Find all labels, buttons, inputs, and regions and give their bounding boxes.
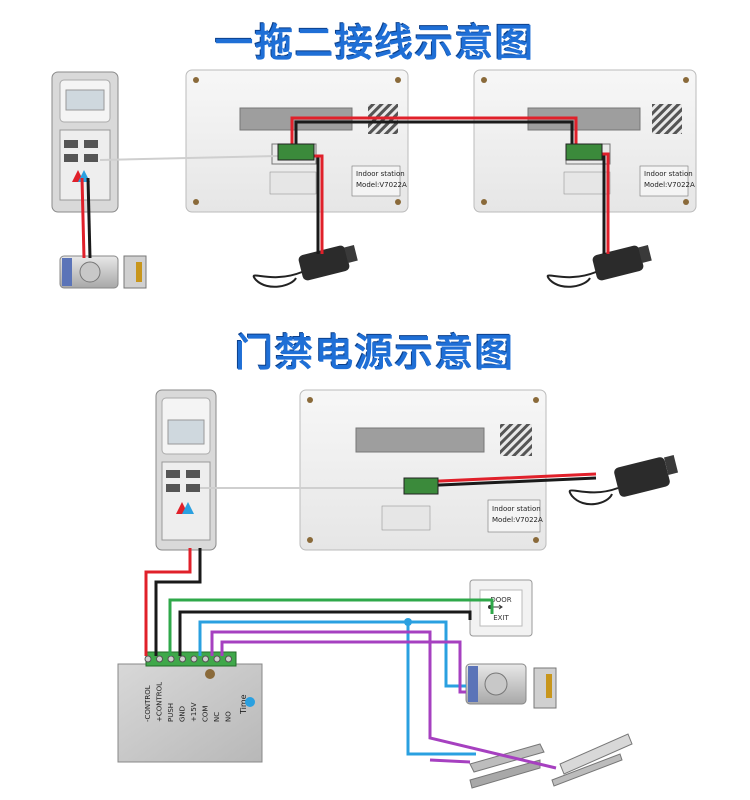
bolt-lock [551,733,633,787]
terminal-label: NO [225,711,233,722]
terminal-label: NC [213,712,221,722]
terminal-label: COM [202,706,210,722]
outdoor-door-station-2 [155,389,217,551]
wire-junction [404,618,412,626]
terminal-label: -CONTROL [144,685,152,722]
time-knob-icon [245,697,255,707]
exit-button-exit-label: EXIT [493,614,509,622]
indoor-station-model-b: Model:V7022A [644,181,695,189]
terminal-screw [202,655,209,663]
diagram-title-access-power: 门禁电源示意图 [234,331,515,375]
indoor-station-label-c: Indoor station [492,505,541,513]
time-label: Time [239,694,248,715]
terminal-screw [144,655,152,663]
exit-button-device: DOOR EXIT [469,579,533,637]
power-adapter-b [546,245,652,288]
terminal-block-c [403,477,439,495]
indoor-monitor-c: Indoor station Model:V7022A [299,389,547,551]
electric-lock-2 [465,663,557,709]
diagram-title-one-to-two: 一拖二接线示意图 [214,21,535,65]
indoor-station-label-b: Indoor station [644,170,693,178]
terminal-label: GND [179,706,187,722]
electric-lock-1 [59,255,147,289]
wires-diagram-2 [144,472,597,770]
indoor-monitor-b: Indoor station Model:V7022A [473,69,697,213]
terminal-label: +15V [190,702,198,722]
terminal-screw [190,655,198,663]
access-power-controller [117,651,263,763]
terminal-screw [225,655,232,663]
terminal-block-a [277,143,315,161]
wires-diagram-1 [80,116,610,259]
magnetic-lock [469,743,545,789]
terminal-label: PUSH [167,703,175,722]
terminal-screw [179,655,186,663]
terminal-screw [167,655,175,663]
exit-button-door-label: DOOR [490,596,511,604]
terminal-label: +CONTROL [156,682,164,722]
terminal-screw [213,655,221,663]
indoor-station-model-c: Model:V7022A [492,516,543,524]
power-adapter-a [252,245,358,288]
indoor-station-model-a: Model:V7022A [356,181,407,189]
terminal-block-b [565,143,603,161]
terminal-screw [156,655,163,663]
power-adapter-c [568,455,679,506]
indoor-station-label-a: Indoor station [356,170,405,178]
outdoor-door-station-1 [51,71,119,213]
